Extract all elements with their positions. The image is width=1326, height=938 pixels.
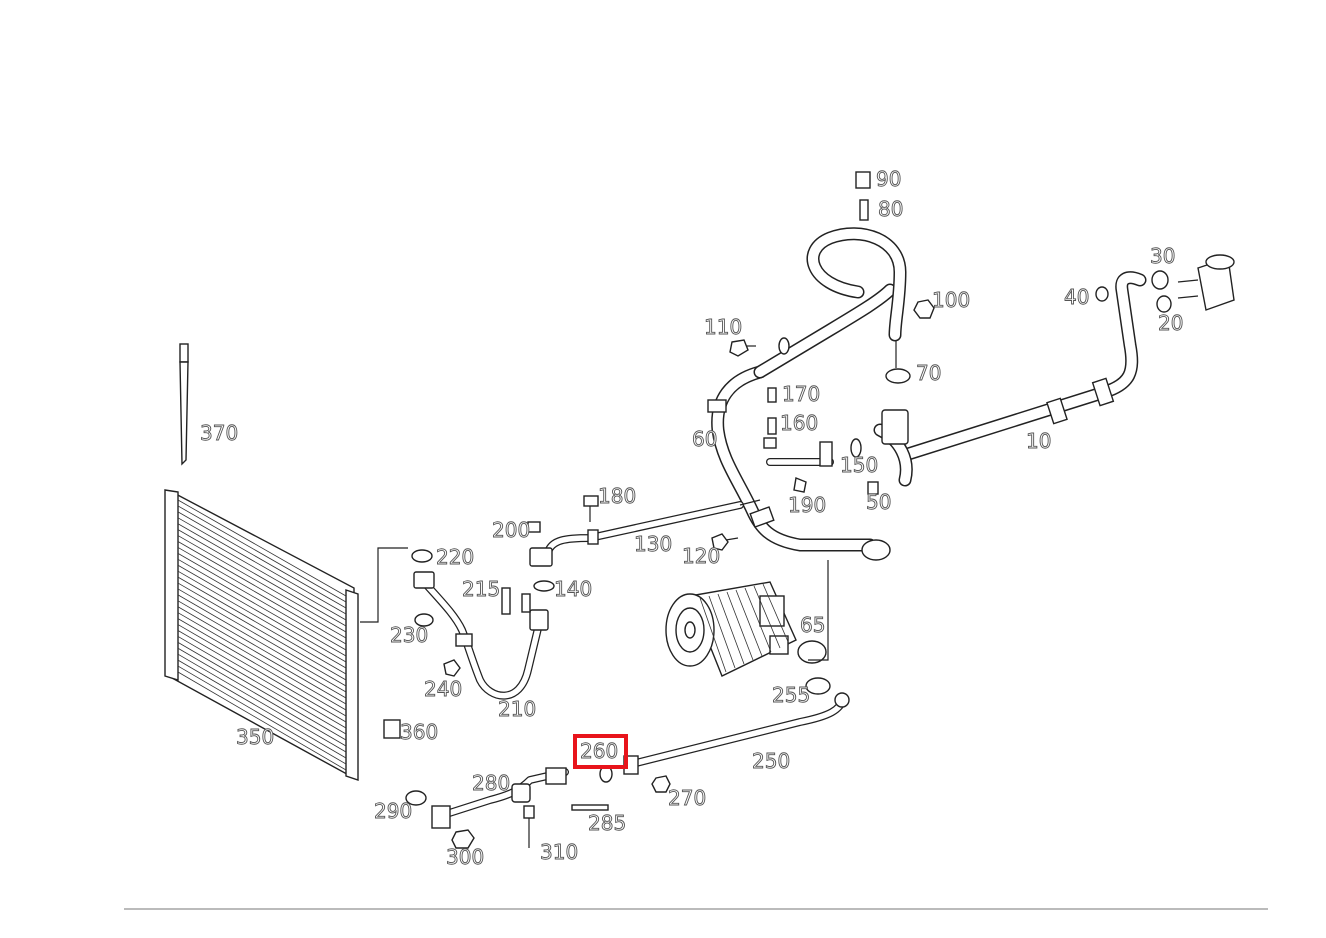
o-ring-255[interactable] [805,677,831,695]
label-360: 360 [400,720,438,744]
label-250: 250 [752,749,790,773]
label-80: 80 [878,197,903,221]
hose-250[interactable] [623,692,850,775]
compressor[interactable] [665,581,797,677]
label-20: 20 [1158,311,1183,335]
label-40: 40 [1064,285,1089,309]
label-160: 160 [780,411,818,435]
label-10: 10 [1026,429,1051,453]
label-255: 255 [772,683,810,707]
label-370: 370 [200,421,238,445]
label-90: 90 [876,167,901,191]
tool-370[interactable] [179,343,189,466]
label-260: 260 [580,739,618,763]
leader-lines [360,340,897,661]
label-350: 350 [236,725,274,749]
hose-210[interactable] [413,571,549,700]
label-270: 270 [668,786,706,810]
label-220: 220 [436,545,474,569]
label-70: 70 [916,361,941,385]
pipe-130[interactable] [529,501,744,567]
label-210: 210 [498,697,536,721]
label-190: 190 [788,493,826,517]
label-310: 310 [540,840,578,864]
label-240: 240 [424,677,462,701]
label-120: 120 [682,544,720,568]
label-110: 110 [704,315,742,339]
hose-10[interactable] [873,271,1147,487]
label-290: 290 [374,799,412,823]
label-180: 180 [598,484,636,508]
label-200: 200 [492,518,530,542]
label-280: 280 [472,771,510,795]
condenser[interactable] [164,489,359,781]
label-65: 65 [800,613,825,637]
expansion-valve[interactable] [1095,254,1235,313]
label-215: 215 [462,577,500,601]
label-30: 30 [1150,244,1175,268]
label-130: 130 [634,532,672,556]
selected-part-highlight[interactable] [573,734,628,769]
label-285: 285 [588,811,626,835]
hose-60[interactable] [707,227,907,561]
part-labels: 90 80 100 110 70 170 160 60 150 50 190 1… [200,167,1184,870]
small-fasteners [383,171,935,849]
label-140: 140 [554,577,592,601]
hose-280[interactable] [431,767,609,829]
label-150: 150 [840,453,878,477]
o-ring-65[interactable] [797,640,827,664]
label-230: 230 [390,623,428,647]
label-50: 50 [866,490,891,514]
label-300: 300 [446,845,484,869]
label-60: 60 [692,427,717,451]
label-100: 100 [932,288,970,312]
label-170: 170 [782,382,820,406]
